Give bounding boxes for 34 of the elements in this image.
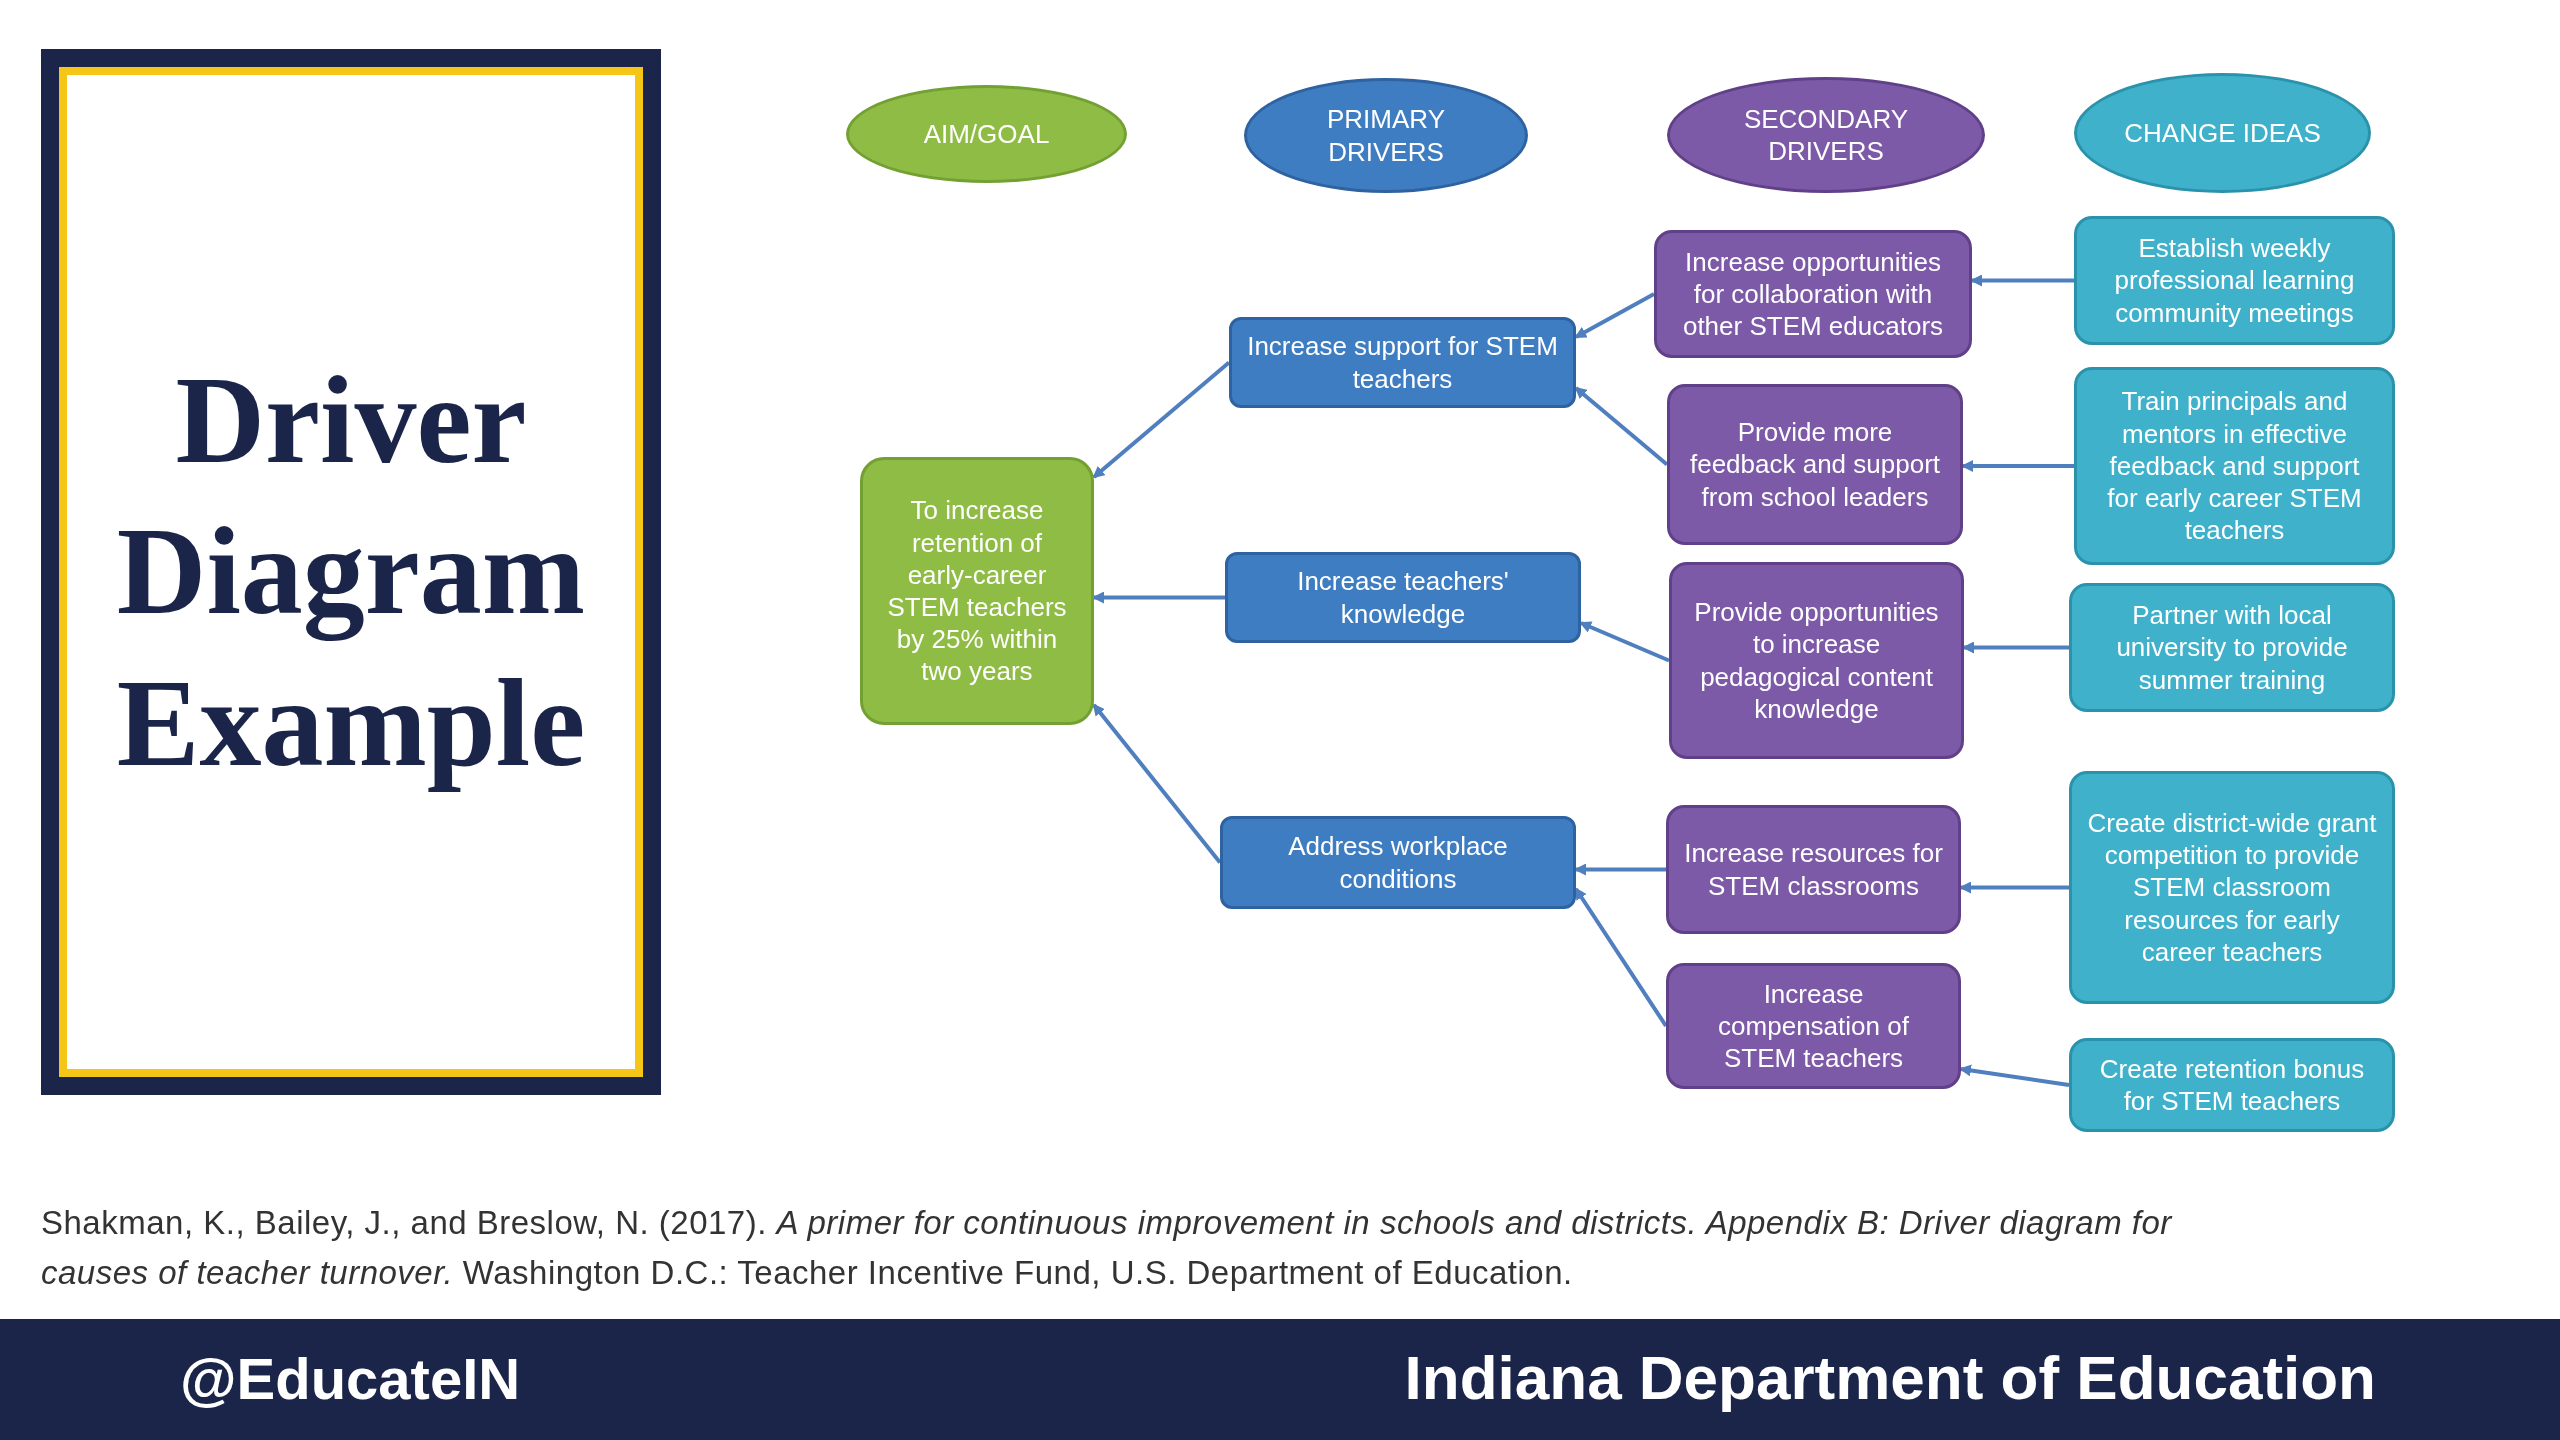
secondary-driver-box: Increase resources for STEM classrooms: [1666, 805, 1961, 934]
change-idea-box: Partner with local university to provide summer training: [2069, 583, 2395, 712]
secondary-driver-box: Increase compensation of STEM teachers: [1666, 963, 1961, 1089]
arrow: [1959, 881, 2069, 894]
arrow: [1959, 1064, 2070, 1087]
change-idea-box: Create retention bonus for STEM teachers: [2069, 1038, 2395, 1132]
primary-driver-box: Increase support for STEM teachers: [1229, 317, 1576, 408]
column-header-ellipse: AIM/GOAL: [846, 85, 1127, 183]
arrow: [1970, 274, 2074, 287]
arrow: [1092, 360, 1231, 479]
arrow: [1579, 621, 1670, 663]
primary-driver-box: Increase teachers' knowledge: [1225, 552, 1581, 643]
secondary-driver-box: Provide opportunities to increase pedagogical content knowledge: [1669, 562, 1964, 759]
arrow: [1574, 386, 1669, 467]
secondary-driver-box: Increase opportunities for collaboration with other STEM educators: [1654, 230, 1972, 358]
arrow: [1574, 887, 1668, 1028]
primary-driver-box: Address workplace conditions: [1220, 816, 1576, 909]
title: Driver Diagram Example: [115, 351, 587, 794]
column-header-ellipse: PRIMARY DRIVERS: [1244, 78, 1528, 193]
column-header-ellipse: SECONDARY DRIVERS: [1667, 77, 1985, 193]
arrow: [1092, 703, 1222, 864]
secondary-driver-box: Provide more feedback and support from school leaders: [1667, 384, 1963, 545]
change-idea-box: Establish weekly professional learning community meetings: [2074, 216, 2395, 345]
arrow: [1962, 641, 2069, 654]
column-header-ellipse: CHANGE IDEAS: [2074, 73, 2371, 193]
citation: Shakman, K., Bailey, J., and Breslow, N. (2017). A primer for continuous improvement in schools and districts. Appendix B: Driver diagram for causes of teacher turnover. Washington D.C.: Teacher Incentive Fund, U.S. Department of Education.: [41, 1203, 2174, 1293]
aim-box: To increase retention of early-career STEM teachers by 25% within two years: [860, 457, 1094, 725]
change-idea-box: Create district-wide grant competition to provide STEM classroom resources for early career teachers: [2069, 771, 2395, 1004]
social-handle: @EducateIN: [180, 1350, 521, 1408]
change-idea-box: Train principals and mentors in effective feedback and support for early career STEM teachers: [2074, 367, 2395, 565]
arrow: [1092, 591, 1225, 604]
arrow: [1574, 292, 1655, 339]
arrow: [1574, 863, 1666, 876]
arrow: [1961, 460, 2074, 472]
